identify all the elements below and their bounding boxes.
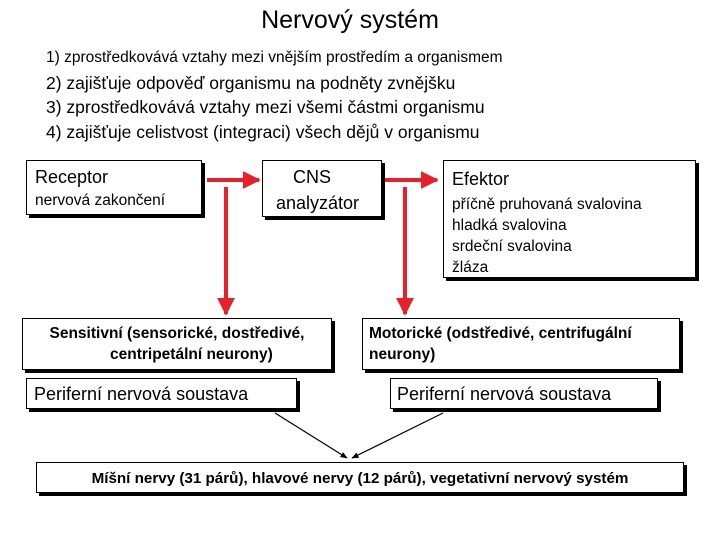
function-item: 1) zprostředkovává vztahy mezi vnějším p… xyxy=(46,49,503,66)
function-item: 2) zajišťuje odpověď organismu na podnět… xyxy=(46,72,456,93)
page-title: Nervový systém xyxy=(261,6,439,34)
efektor-item: hladká svalovina xyxy=(452,217,567,234)
function-item: 3) zprostředkovává vztahy mezi všemi čás… xyxy=(46,97,485,117)
efektor-title: Efektor xyxy=(452,169,510,189)
cns-title: CNS xyxy=(293,167,332,187)
function-list: 1) zprostředkovává vztahy mezi vnějším p… xyxy=(46,46,503,144)
arrow-periferni-right xyxy=(351,412,444,459)
periferni-right-box: Periferní nervová soustava xyxy=(390,378,658,409)
motor-line1: Motorické (odstředivé, centrifugální xyxy=(369,325,632,342)
efektor-list: příčně pruhovaná svalovina hladká svalov… xyxy=(452,194,642,278)
receptor-title: Receptor xyxy=(35,167,109,187)
motor-line2: neurony) xyxy=(369,346,436,363)
efektor-item: příčně pruhovaná svalovina xyxy=(452,196,642,213)
function-item: 4) zajišťuje celistvost (integraci) všec… xyxy=(46,121,480,142)
motor-neurons-box: Motorické (odstředivé, centrifugální neu… xyxy=(362,318,680,370)
arrow-periferni-left xyxy=(274,412,348,459)
periferni-left-text: Periferní nervová soustava xyxy=(34,384,249,404)
cns-text: analyzátor xyxy=(276,193,360,213)
efektor-item: srdeční svalovina xyxy=(452,238,572,255)
periferni-left-box: Periferní nervová soustava xyxy=(26,378,297,409)
sensitive-neurons-box: Sensitivní (sensorické, dostředivé, cent… xyxy=(22,318,332,370)
nerves-box: Míšní nervy (31 párů), hlavové nervy (12… xyxy=(36,462,684,493)
efektor-item: žláza xyxy=(452,259,489,276)
periferni-right-text: Periferní nervová soustava xyxy=(397,384,612,404)
sensitive-line2: centripetální neurony) xyxy=(110,346,273,363)
receptor-text: nervová zakončení xyxy=(35,192,166,209)
receptor-box: Receptor nervová zakončení xyxy=(26,160,202,215)
cns-box: CNS analyzátor xyxy=(262,160,382,217)
nerves-text: Míšní nervy (31 párů), hlavové nervy (12… xyxy=(91,470,629,487)
sensitive-line1: Sensitivní (sensorické, dostředivé, xyxy=(49,325,305,342)
efektor-box: Efektor příčně pruhovaná svalovina hladk… xyxy=(443,160,696,278)
